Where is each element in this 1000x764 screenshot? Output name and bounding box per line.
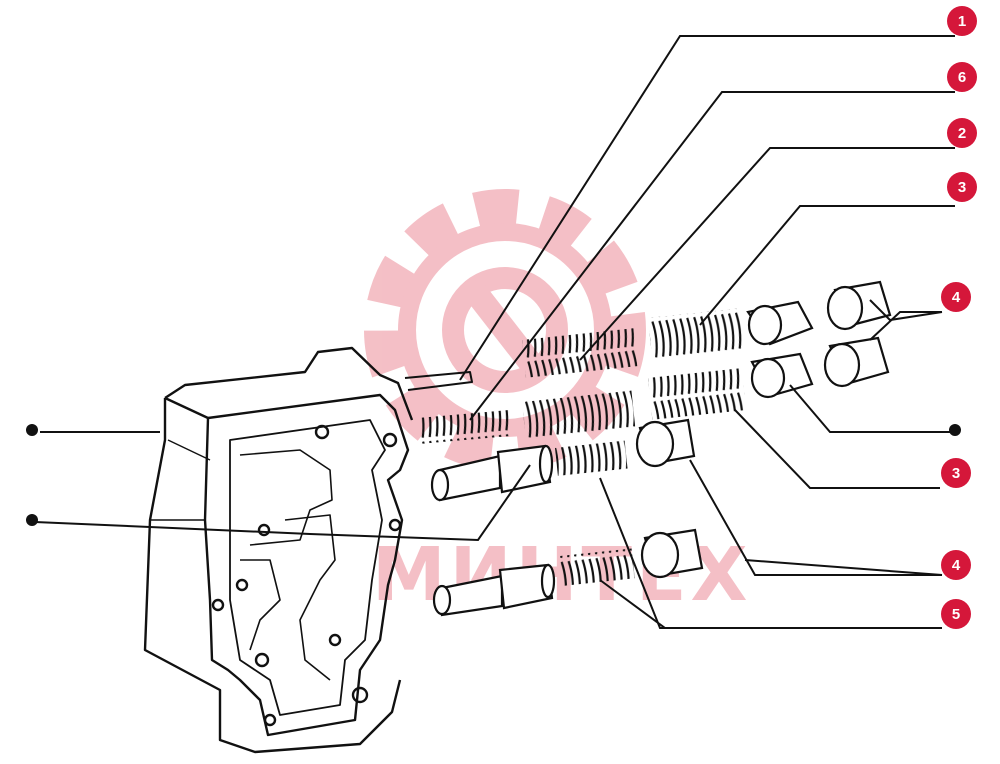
callout-3-lower: 3 (941, 458, 971, 488)
reference-dot (949, 424, 961, 436)
callout-label: 6 (958, 69, 966, 86)
callout-label: 5 (952, 606, 960, 623)
callout-label: 4 (952, 289, 961, 306)
spring-small-front (418, 409, 512, 444)
callout-4-lower: 4 (941, 550, 971, 580)
spring-row-lower (555, 440, 635, 586)
valve-spool-upper (430, 444, 554, 502)
callout-label: 2 (958, 125, 966, 142)
valve-body (143, 346, 473, 754)
callout-label: 3 (952, 465, 960, 482)
plug-caps (635, 280, 892, 579)
reference-dot (26, 424, 38, 436)
spring-row-middle (522, 368, 746, 440)
callout-label: 3 (958, 179, 966, 196)
callout-5: 5 (941, 599, 971, 629)
reference-dot (26, 514, 38, 526)
callout-1: 1 (947, 6, 977, 36)
callout-badges: 1 6 2 3 4 3 4 5 (941, 6, 977, 629)
callout-label: 4 (952, 557, 961, 574)
callout-2: 2 (947, 118, 977, 148)
callout-4-upper: 4 (941, 282, 971, 312)
callout-6: 6 (947, 62, 977, 92)
valve-spool-lower (432, 563, 556, 617)
leader-lines (34, 35, 955, 629)
callout-3-upper: 3 (947, 172, 977, 202)
spring-row-top (522, 308, 744, 378)
callout-label: 1 (958, 13, 966, 30)
reference-dots (26, 424, 961, 526)
